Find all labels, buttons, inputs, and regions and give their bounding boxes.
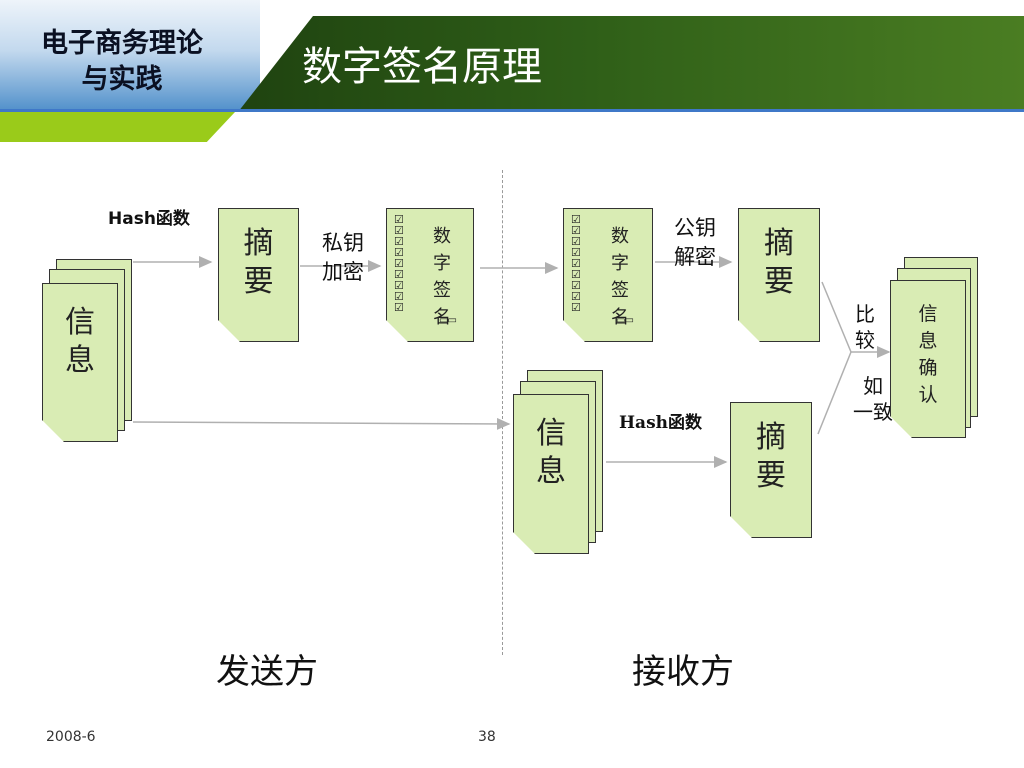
header-green-band xyxy=(238,16,1024,112)
header-divider xyxy=(0,109,1024,112)
checkbox-icon: ☑ xyxy=(394,279,404,292)
receiver-checkbox-list: ☑☑☑☑☑☑☑☑☑ xyxy=(571,214,581,313)
sender-caption: 发送方 xyxy=(216,652,318,692)
compare-line-top xyxy=(821,281,852,353)
checkbox-icon: ☑ xyxy=(571,279,581,292)
sender-info-text: 信 息 xyxy=(65,305,95,378)
checkbox-icon: ☑ xyxy=(394,213,404,226)
header-accent-strip xyxy=(0,112,235,142)
sender-info-doc: 信 息 xyxy=(42,283,118,442)
sender-hash-label: Hash函数 xyxy=(108,209,190,229)
receiver-digest-text-1: 摘 要 xyxy=(764,226,794,299)
receiver-digest-text-2: 摘 要 xyxy=(756,420,786,493)
receiver-signature-text: 数 字 签 名 xyxy=(611,226,629,328)
checkbox-icon: ☑ xyxy=(394,257,404,270)
receiver-info-doc: 信 息 xyxy=(513,394,589,554)
receiver-caption: 接收方 xyxy=(632,652,734,692)
checkbox-icon: ☑ xyxy=(571,290,581,303)
checkbox-icon: ☑ xyxy=(394,224,404,237)
if-match-label: 如 一致 xyxy=(853,374,893,424)
checkbox-icon: ☑ xyxy=(571,268,581,281)
receiver-info-text: 信 息 xyxy=(536,416,566,489)
public-key-decrypt-label: 公钥 解密 xyxy=(674,216,716,269)
private-key-encrypt-label: 私钥 加密 xyxy=(322,231,364,284)
header-blue-panel xyxy=(0,0,260,112)
page-number: 38 xyxy=(478,729,496,745)
receiver-signature-doc: ☑☑☑☑☑☑☑☑☑ 数 字 签 名 ▭▭ xyxy=(563,208,653,342)
footer-date: 2008-6 xyxy=(46,729,96,745)
sender-signature-doc: ☑☑☑☑☑☑☑☑☑ 数 字 签 名 ▭▭ xyxy=(386,208,474,342)
course-title: 电子商务理论 与实践 xyxy=(41,28,203,95)
receiver-hash-label: Hash函数 xyxy=(619,413,703,433)
sender-checkbox-list: ☑☑☑☑☑☑☑☑☑ xyxy=(394,214,404,313)
checkbox-icon: ☑ xyxy=(394,301,404,314)
checkbox-icon: ☑ xyxy=(571,213,581,226)
sender-digest-text: 摘 要 xyxy=(243,226,274,299)
sender-receiver-divider xyxy=(502,170,503,655)
checkbox-icon: ☑ xyxy=(571,301,581,314)
checkbox-icon: ☑ xyxy=(394,235,404,248)
sender-digest-doc: 摘 要 xyxy=(218,208,299,342)
checkbox-icon: ☑ xyxy=(571,224,581,237)
sender-signature-text: 数 字 签 名 xyxy=(433,226,451,328)
checkbox-icon: ☑ xyxy=(394,268,404,281)
checkbox-icon: ☑ xyxy=(394,246,404,259)
checkbox-icon: ☑ xyxy=(394,290,404,303)
small-boxes-icon: ▭▭ xyxy=(616,315,633,326)
arrow-info-transfer xyxy=(132,417,511,430)
checkbox-icon: ☑ xyxy=(571,246,581,259)
info-confirm-text: 信 息 确 认 xyxy=(918,303,938,406)
checkbox-icon: ☑ xyxy=(571,257,581,270)
receiver-computed-digest-doc: 摘 要 xyxy=(730,402,812,538)
info-confirm-doc: 信 息 确 认 xyxy=(890,280,966,438)
compare-label: 比 较 xyxy=(855,302,875,352)
slide-title: 数字签名原理 xyxy=(302,44,542,90)
checkbox-icon: ☑ xyxy=(571,235,581,248)
compare-line-bottom xyxy=(817,351,852,435)
small-boxes-icon: ▭▭ xyxy=(439,315,456,326)
receiver-decrypted-digest-doc: 摘 要 xyxy=(738,208,820,342)
